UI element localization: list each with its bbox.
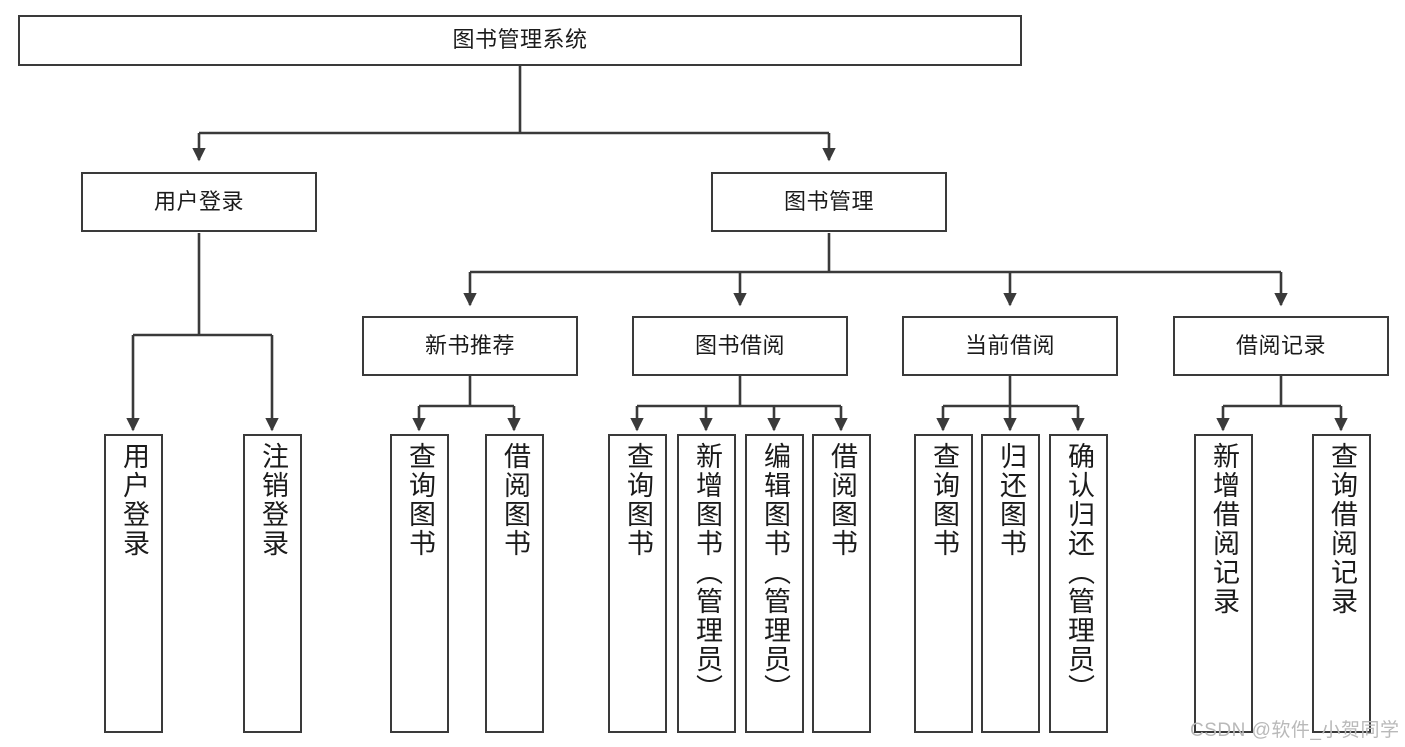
node-leaf-query-book-2[interactable]: 查询图书: [608, 434, 667, 733]
node-borrow-record-label: 借阅记录: [1235, 332, 1326, 358]
node-leaf-add-record[interactable]: 新增借阅记录: [1194, 434, 1253, 733]
node-leaf-user-login-label: 用户登录: [119, 442, 149, 558]
node-current-borrow[interactable]: 当前借阅: [902, 316, 1118, 376]
node-borrow-record[interactable]: 借阅记录: [1173, 316, 1389, 376]
node-leaf-logout[interactable]: 注销登录: [243, 434, 302, 733]
node-leaf-query-record-label: 查询借阅记录: [1327, 442, 1357, 616]
node-leaf-borrow-book-2[interactable]: 借阅图书: [812, 434, 871, 733]
node-leaf-edit-book[interactable]: 编辑图书（管理员）: [745, 434, 804, 733]
node-user-login[interactable]: 用户登录: [81, 172, 317, 232]
node-leaf-query-book-2-label: 查询图书: [623, 442, 653, 558]
node-book-borrow-label: 图书借阅: [694, 332, 785, 358]
node-leaf-return-book-label: 归还图书: [996, 442, 1026, 558]
node-leaf-query-record[interactable]: 查询借阅记录: [1312, 434, 1371, 733]
node-leaf-confirm-return[interactable]: 确认归还（管理员）: [1049, 434, 1108, 733]
node-leaf-confirm-return-label: 确认归还（管理员）: [1064, 442, 1094, 703]
node-root[interactable]: 图书管理系统: [18, 15, 1022, 66]
node-leaf-return-book[interactable]: 归还图书: [981, 434, 1040, 733]
node-leaf-borrow-book-1-label: 借阅图书: [500, 442, 530, 558]
watermark-text: CSDN @软件_小贺同学: [1190, 720, 1400, 741]
node-leaf-borrow-book-1[interactable]: 借阅图书: [485, 434, 544, 733]
node-book-borrow[interactable]: 图书借阅: [632, 316, 848, 376]
node-leaf-add-book[interactable]: 新增图书（管理员）: [677, 434, 736, 733]
node-root-label: 图书管理系统: [452, 27, 588, 53]
node-current-borrow-label: 当前借阅: [964, 332, 1055, 358]
node-leaf-query-book-1[interactable]: 查询图书: [390, 434, 449, 733]
node-book-manage[interactable]: 图书管理: [711, 172, 947, 232]
node-user-login-label: 用户登录: [153, 188, 244, 214]
node-leaf-edit-book-label: 编辑图书（管理员）: [760, 442, 790, 703]
node-leaf-query-book-1-label: 查询图书: [405, 442, 435, 558]
node-leaf-borrow-book-2-label: 借阅图书: [827, 442, 857, 558]
node-leaf-add-book-label: 新增图书（管理员）: [692, 442, 722, 703]
node-new-book-rec[interactable]: 新书推荐: [362, 316, 578, 376]
node-leaf-user-login[interactable]: 用户登录: [104, 434, 163, 733]
node-leaf-add-record-label: 新增借阅记录: [1209, 442, 1239, 616]
node-leaf-query-book-3[interactable]: 查询图书: [914, 434, 973, 733]
node-book-manage-label: 图书管理: [783, 188, 874, 214]
node-leaf-logout-label: 注销登录: [258, 442, 288, 558]
node-leaf-query-book-3-label: 查询图书: [929, 442, 959, 558]
node-new-book-rec-label: 新书推荐: [424, 332, 515, 358]
